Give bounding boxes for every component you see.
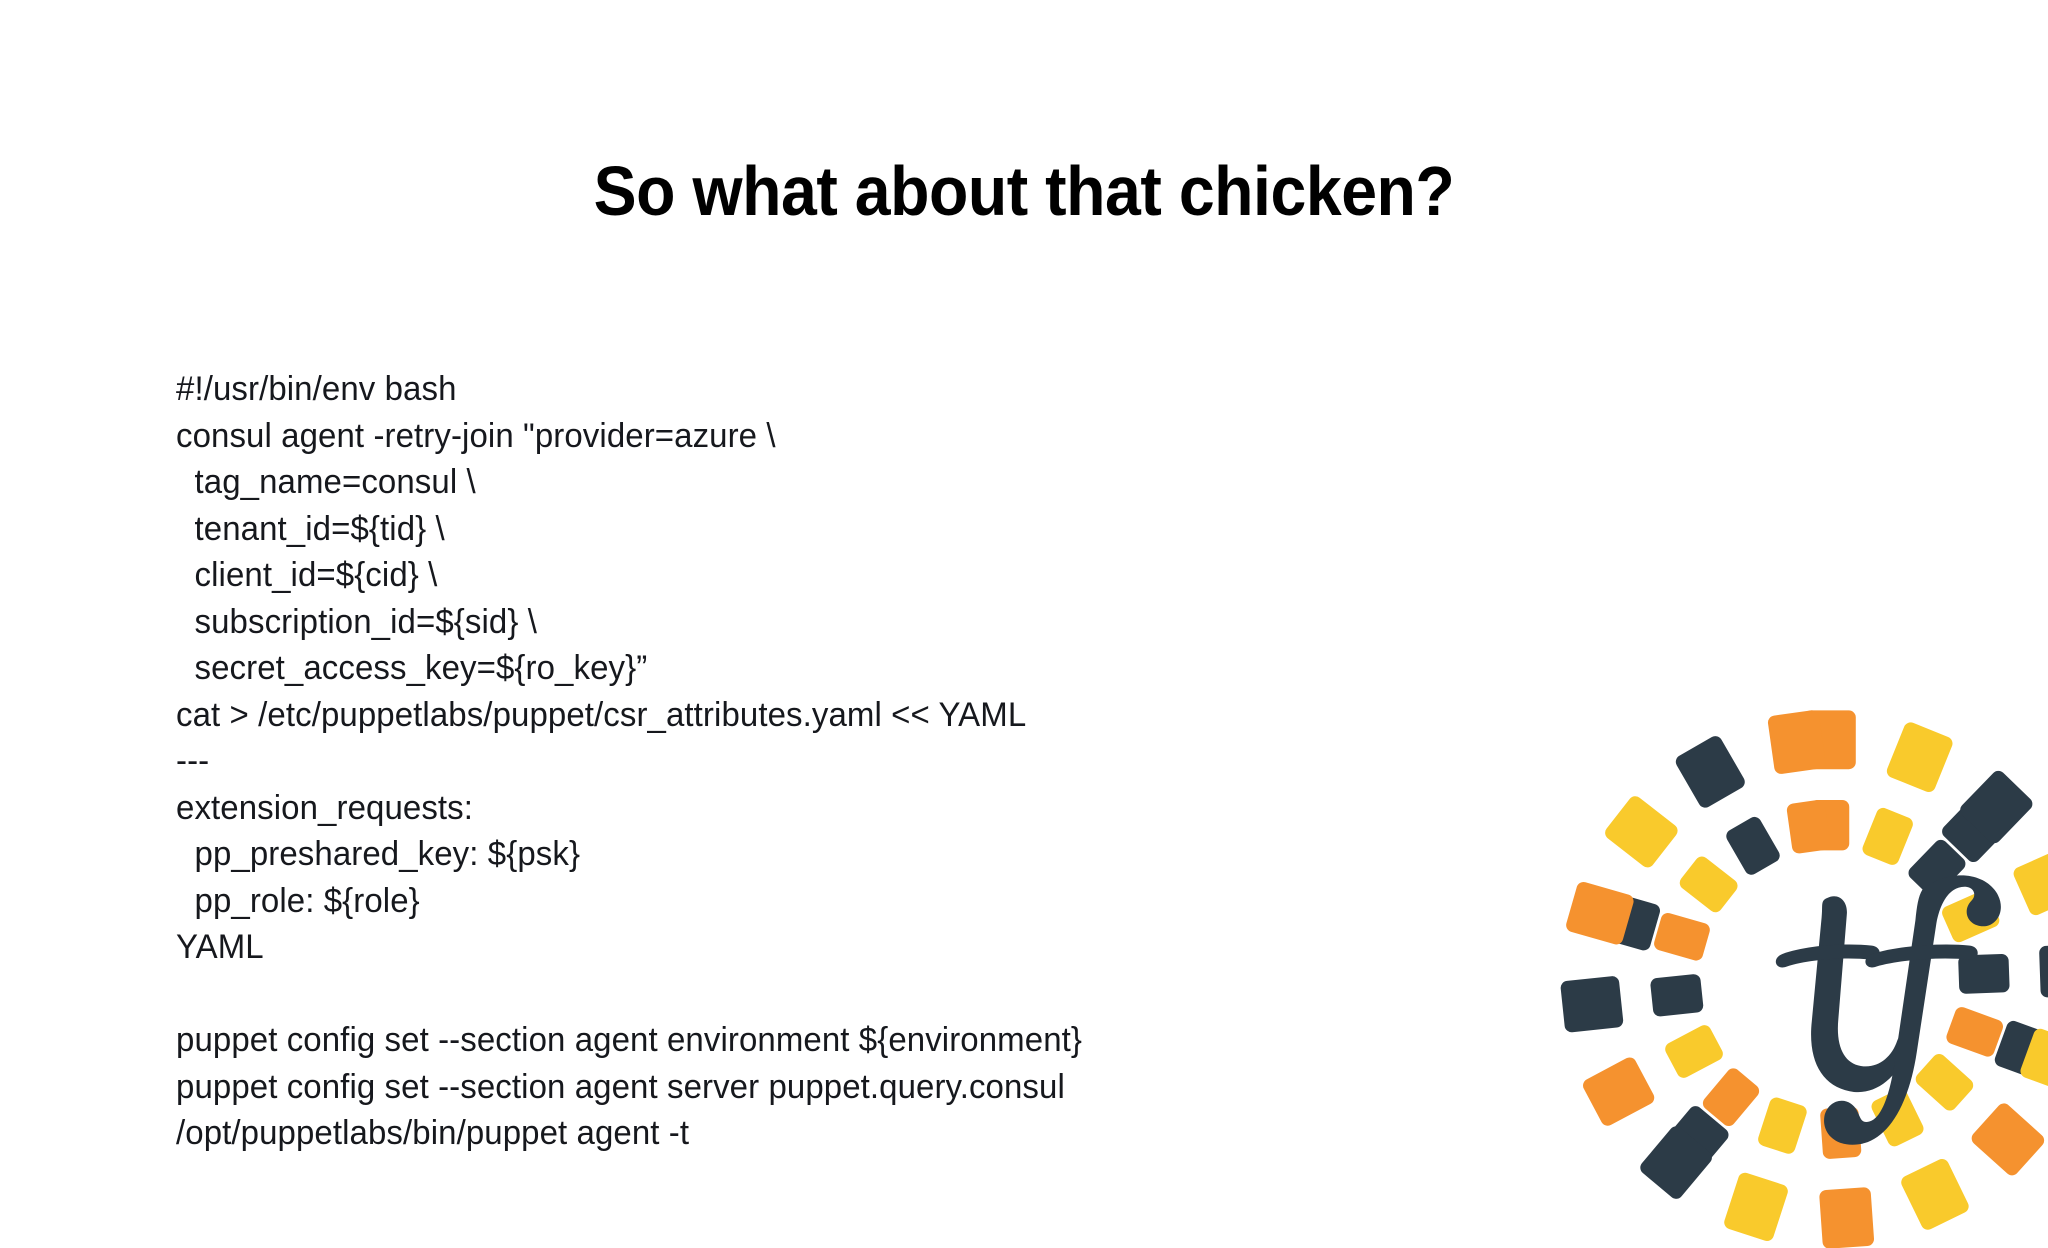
code-line: tag_name=consul \ bbox=[176, 463, 476, 501]
logo-segment-outer-0 bbox=[1804, 710, 1856, 770]
code-line: pp_role: ${role} bbox=[176, 881, 420, 920]
logo-segment-inner-5 bbox=[1946, 1007, 2004, 1057]
slide-canvas: So what about that chicken? #!/usr/bin/e… bbox=[176, 151, 2048, 1248]
logo-segment-mid-1 bbox=[1994, 1020, 2048, 1081]
logo-segment-inner-7 bbox=[1871, 1088, 1924, 1147]
logo-segment-outer-7 bbox=[1901, 1158, 1969, 1230]
logo-segment-mid-3 bbox=[1598, 892, 1660, 951]
code-block: #!/usr/bin/env bash consul agent -retry-j… bbox=[176, 366, 1082, 1157]
logo-segment-outer-9 bbox=[1724, 1172, 1788, 1241]
logo-segment-outer-3 bbox=[2013, 848, 2048, 916]
logo-segment-inner-12 bbox=[1650, 974, 1704, 1017]
code-line: pp_preshared_key: ${psk} bbox=[176, 835, 581, 873]
code-line: /opt/puppetlabs/bin/puppet agent -t bbox=[176, 1114, 690, 1152]
logo-segment-inner-15 bbox=[1726, 816, 1780, 875]
code-line: secret_access_key=${ro_key}” bbox=[176, 649, 648, 687]
logo-segment-mid-2 bbox=[1663, 1106, 1729, 1172]
logo-segment-inner-4 bbox=[1958, 953, 2010, 994]
logo-segment-inner-8 bbox=[1820, 1106, 1862, 1159]
code-line: cat > /etc/puppetlabs/puppet/csr_attribu… bbox=[176, 695, 1027, 734]
code-line: client_id=${cid} \ bbox=[176, 556, 438, 594]
logo-ring-segments bbox=[1560, 710, 2048, 1248]
logo-segment-inner-16 bbox=[1786, 799, 1831, 854]
logo-segment-outer-14 bbox=[1605, 796, 1678, 868]
logo-segment-outer-5 bbox=[2020, 1028, 2048, 1094]
code-line: puppet config set --section agent enviro… bbox=[176, 1021, 1083, 1059]
logo-segment-outer-6 bbox=[1971, 1103, 2045, 1176]
logo-segment-outer-10 bbox=[1640, 1126, 1712, 1199]
logo-segment-inner-10 bbox=[1702, 1068, 1760, 1126]
logo-segment-outer-15 bbox=[1675, 736, 1745, 808]
logo-segment-inner-11 bbox=[1665, 1025, 1723, 1078]
logo-segment-inner-2 bbox=[1908, 839, 1966, 898]
logo-segment-outer-8 bbox=[1819, 1187, 1875, 1248]
code-line: puppet config set --section agent server… bbox=[176, 1067, 1065, 1106]
logo-segment-inner-0 bbox=[1810, 800, 1850, 851]
code-line: tenant_id=${tid} \ bbox=[176, 509, 445, 548]
logo-segment-outer-11 bbox=[1583, 1057, 1655, 1126]
logo-segment-outer-1 bbox=[1886, 722, 1953, 793]
code-line: --- bbox=[176, 742, 210, 780]
logo-segment-inner-1 bbox=[1862, 807, 1913, 865]
code-line: consul agent -retry-join "provider=azure… bbox=[176, 416, 776, 455]
logo-segment-outer-13 bbox=[1566, 881, 1634, 945]
code-line: #!/usr/bin/env bash bbox=[176, 370, 457, 408]
code-line bbox=[176, 971, 1082, 1018]
logo-segment-inner-9 bbox=[1758, 1097, 1807, 1154]
logo-segment-outer-16 bbox=[1767, 710, 1826, 774]
code-line: extension_requests: bbox=[176, 788, 474, 827]
logo-segment-inner-3 bbox=[1942, 890, 2000, 943]
logo-segment-mid-0 bbox=[1942, 796, 2008, 863]
logo-segment-outer-12 bbox=[1560, 976, 1624, 1033]
terraform-logo bbox=[1550, 688, 2048, 1248]
logo-segment-inner-14 bbox=[1679, 856, 1738, 913]
tf-monogram-icon bbox=[1775, 875, 2001, 1145]
code-line: subscription_id=${sid} \ bbox=[176, 602, 537, 641]
logo-segment-outer-4 bbox=[2039, 944, 2048, 998]
logo-segment-inner-6 bbox=[1915, 1053, 1974, 1111]
code-line: YAML bbox=[176, 928, 264, 966]
page-title: So what about that chicken? bbox=[593, 151, 1455, 230]
logo-segment-inner-13 bbox=[1654, 912, 1710, 961]
logo-segment-outer-2 bbox=[1960, 770, 2033, 844]
